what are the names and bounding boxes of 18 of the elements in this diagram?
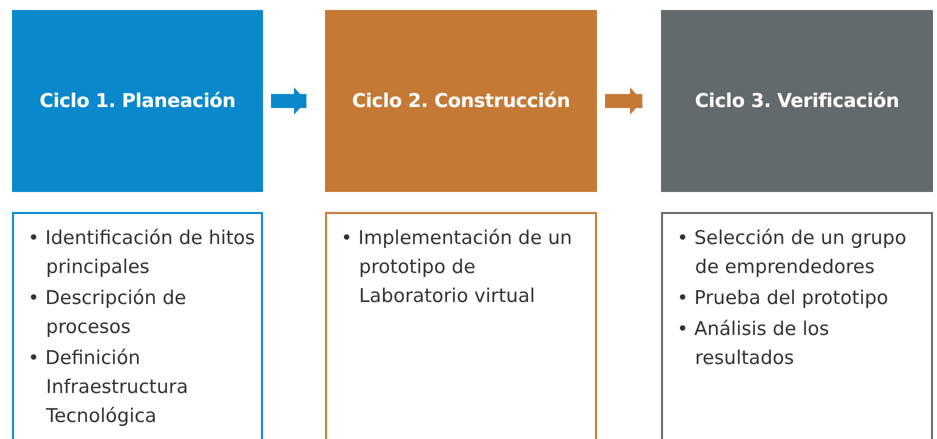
bullet-item: • Análisis de los resultados	[677, 317, 830, 371]
arrow	[605, 87, 642, 115]
bullet-item: • Identificación de hitos principales	[28, 226, 255, 280]
stage-title: Ciclo 3. Verificación	[694, 90, 900, 112]
stage-title: Ciclo 1. Planeación	[39, 90, 236, 112]
stage-title: Ciclo 2. Construcción	[352, 90, 570, 112]
bullet-item: • Prueba del prototipo	[677, 286, 890, 311]
stage-content-box	[325, 212, 597, 439]
bullet-item: • Descripción de procesos	[28, 286, 188, 340]
bullet-item: • Implementación de un prototipo de Laboratorio virtual	[341, 226, 574, 309]
bullet-item: • Definición Infraestructura Tecnológica	[28, 346, 190, 429]
stage-header-box	[325, 10, 597, 192]
stage-header-box	[12, 10, 263, 192]
bullet-item: • Selección de un grupo de emprendedores	[677, 226, 908, 280]
stage-header-box	[661, 10, 933, 192]
arrow	[271, 87, 306, 115]
stage-content-box	[12, 212, 263, 439]
stage-content-box	[661, 212, 933, 439]
